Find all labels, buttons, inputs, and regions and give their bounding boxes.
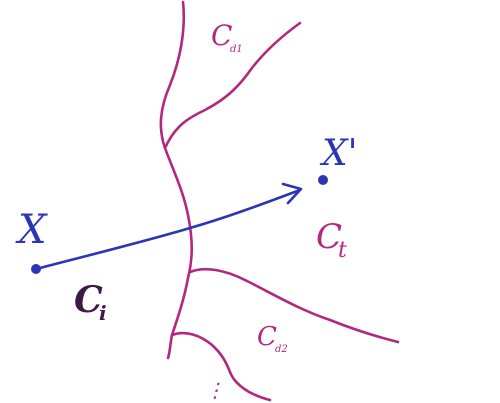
region-d2-subscript: d2 — [275, 344, 288, 355]
transition-arrow-head — [281, 182, 303, 205]
target-region-label: C — [316, 217, 342, 257]
end-point-dot — [318, 175, 328, 185]
end-point-label: X' — [319, 133, 358, 174]
upper-branch-curve — [163, 21, 302, 150]
main-boundary-curve — [159, 0, 194, 360]
start-point-dot — [31, 264, 41, 274]
continuation-dots: ⋮ — [205, 378, 225, 402]
start-region-subscript: i — [99, 301, 107, 325]
region-d1-subscript: d1 — [230, 44, 243, 55]
transition-arrow-line — [38, 188, 302, 270]
region-d1-label: C — [211, 19, 232, 52]
lower-branch-curve — [188, 267, 400, 344]
region-d2-label: C — [257, 322, 277, 352]
bottom-branch-curve — [170, 331, 272, 402]
target-region-subscript: t — [338, 238, 347, 263]
start-point-label: X — [15, 207, 48, 253]
start-region-label: C — [74, 279, 103, 321]
